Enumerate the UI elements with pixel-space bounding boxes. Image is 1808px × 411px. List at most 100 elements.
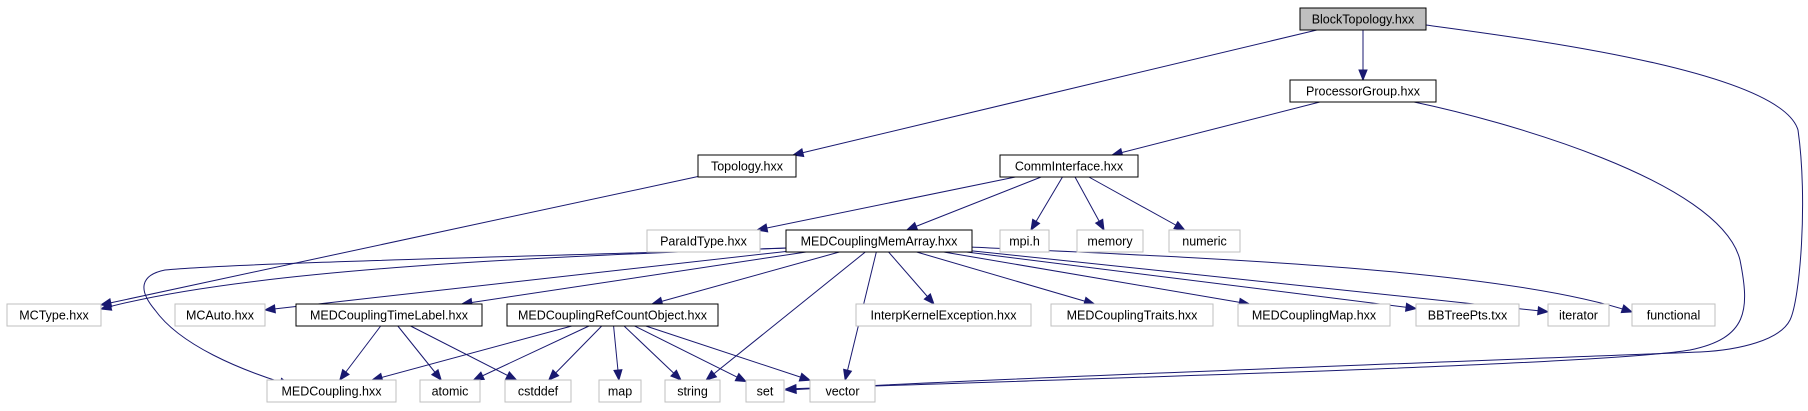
node-label: MEDCouplingTraits.hxx xyxy=(1067,309,1199,323)
node-atomic: atomic xyxy=(419,379,481,403)
node-box xyxy=(419,379,481,403)
edge-refcount-to-atomic-arrowhead xyxy=(472,371,486,381)
edge-comminterface-to-memarray xyxy=(906,176,1042,231)
edge-memarray-to-string-arrowhead xyxy=(705,369,718,381)
node-box xyxy=(855,303,1032,327)
node-cstddef: cstddef xyxy=(504,379,572,403)
node-label: string xyxy=(677,385,708,399)
edge-timelabel-to-cstddef-arrowhead xyxy=(504,371,518,381)
node-box xyxy=(1168,229,1241,253)
node-medcoupling: MEDCoupling.hxx xyxy=(266,379,397,403)
node-box xyxy=(697,154,797,178)
node-refcount[interactable]: MEDCouplingRefCountObject.hxx xyxy=(506,303,719,327)
edge-timelabel-to-atomic xyxy=(397,325,442,381)
node-box xyxy=(646,229,761,253)
node-label: memory xyxy=(1087,235,1133,249)
node-mpi: mpi.h xyxy=(999,229,1050,253)
node-box xyxy=(1631,303,1716,327)
edge-memarray-to-bbtree xyxy=(966,251,1417,310)
edge-memarray-to-interpkernel-arrowhead xyxy=(923,292,935,306)
edge-memarray-to-medcoupling xyxy=(143,247,787,386)
node-mcauto: MCAuto.hxx xyxy=(174,303,266,327)
node-label: mpi.h xyxy=(1009,235,1040,249)
node-box xyxy=(1076,229,1144,253)
node-box xyxy=(504,379,572,403)
edge-memarray-to-bbtree-arrowhead xyxy=(1404,302,1418,312)
node-set: set xyxy=(745,379,785,403)
node-label: ProcessorGroup.hxx xyxy=(1306,85,1421,99)
edge-topology-to-mctype xyxy=(100,176,699,306)
edge-refcount-to-atomic xyxy=(473,325,590,381)
node-label: set xyxy=(757,385,774,399)
edge-refcount-to-set-arrowhead xyxy=(734,372,748,383)
node-label: numeric xyxy=(1182,235,1226,249)
edge-memarray-to-functional-arrowhead xyxy=(1620,304,1634,314)
node-label: CommInterface.hxx xyxy=(1015,160,1124,174)
edge-blocktopology-to-processorgroup-arrowhead xyxy=(1358,69,1368,82)
node-box xyxy=(785,229,973,253)
node-mctype: MCType.hxx xyxy=(6,303,102,327)
edge-memarray-to-traits xyxy=(916,251,1095,305)
node-box xyxy=(664,379,721,403)
edge-refcount-to-vector xyxy=(645,325,811,381)
node-label: MCType.hxx xyxy=(19,309,89,323)
nodes-layer: BlockTopology.hxxProcessorGroup.hxxTopol… xyxy=(6,7,1716,403)
edge-comminterface-to-numeric xyxy=(1088,176,1185,231)
edge-blocktopology-to-topology xyxy=(792,29,1318,156)
node-label: MCAuto.hxx xyxy=(186,309,255,323)
node-blocktopology[interactable]: BlockTopology.hxx xyxy=(1299,7,1427,31)
edge-comminterface-to-memory-arrowhead xyxy=(1094,218,1105,232)
node-box xyxy=(598,379,642,403)
node-memarray[interactable]: MEDCouplingMemArray.hxx xyxy=(785,229,973,253)
node-topology[interactable]: Topology.hxx xyxy=(697,154,797,178)
edge-timelabel-to-medcoupling-arrowhead xyxy=(339,368,350,382)
node-paraidtype: ParaIdType.hxx xyxy=(646,229,761,253)
edges-layer xyxy=(99,24,1804,395)
edge-memarray-to-map_hxx xyxy=(943,251,1250,305)
node-numeric: numeric xyxy=(1168,229,1241,253)
node-box xyxy=(1289,79,1437,103)
edge-comminterface-to-mpi-arrowhead xyxy=(1030,218,1041,232)
node-map: map xyxy=(598,379,642,403)
node-label: MEDCouplingMap.hxx xyxy=(1252,309,1377,323)
node-box xyxy=(1547,303,1610,327)
edge-timelabel-to-atomic-arrowhead xyxy=(430,368,443,382)
node-label: ParaIdType.hxx xyxy=(660,235,748,249)
edge-refcount-to-map-arrowhead xyxy=(613,369,623,382)
node-comminterface[interactable]: CommInterface.hxx xyxy=(999,154,1139,178)
edge-memarray-to-mctype-arrowhead xyxy=(99,301,113,311)
edge-memarray-to-mctype xyxy=(100,247,789,310)
node-label: vector xyxy=(825,385,859,399)
node-box xyxy=(999,229,1050,253)
edge-timelabel-to-medcoupling xyxy=(339,325,382,381)
edge-comminterface-to-paraidtype xyxy=(757,176,1016,231)
edge-refcount-to-vector-arrowhead xyxy=(798,372,812,382)
edge-memarray-to-iterator xyxy=(971,250,1549,313)
node-box xyxy=(506,303,719,327)
edge-memarray-to-mcauto xyxy=(264,250,787,311)
node-label: map xyxy=(608,385,632,399)
node-label: functional xyxy=(1647,309,1701,323)
node-label: atomic xyxy=(432,385,469,399)
node-interpkernel: InterpKernelException.hxx xyxy=(855,303,1032,327)
edge-memarray-to-iterator-arrowhead xyxy=(1537,305,1550,316)
node-traits: MEDCouplingTraits.hxx xyxy=(1050,303,1214,327)
edge-processorgroup-to-set-arrowhead xyxy=(784,383,797,394)
node-timelabel[interactable]: MEDCouplingTimeLabel.hxx xyxy=(295,303,483,327)
edge-memarray-to-string xyxy=(705,251,866,381)
edge-memarray-to-timelabel xyxy=(461,251,807,305)
node-box xyxy=(1415,303,1520,327)
node-label: MEDCoupling.hxx xyxy=(281,385,382,399)
node-label: iterator xyxy=(1559,309,1598,323)
node-string: string xyxy=(664,379,721,403)
node-label: MEDCouplingTimeLabel.hxx xyxy=(310,309,469,323)
edge-refcount-to-medcoupling xyxy=(372,325,572,381)
node-label: cstddef xyxy=(518,385,559,399)
node-processorgroup[interactable]: ProcessorGroup.hxx xyxy=(1289,79,1437,103)
node-vector: vector xyxy=(809,379,876,403)
node-map-hxx: MEDCouplingMap.hxx xyxy=(1237,303,1391,327)
edge-refcount-to-cstddef-arrowhead xyxy=(547,369,560,381)
edge-memarray-to-interpkernel xyxy=(888,251,935,305)
edge-memarray-to-mcauto-arrowhead xyxy=(263,304,276,314)
